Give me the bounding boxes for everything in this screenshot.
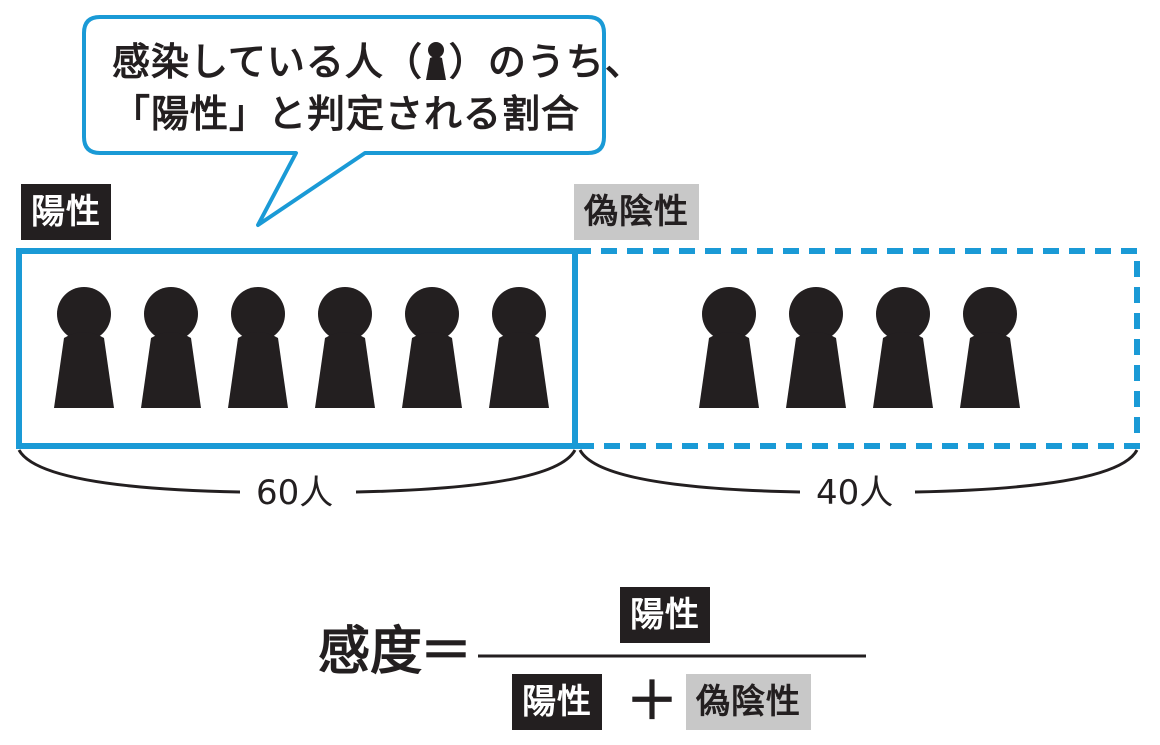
bubble-line-1: 感染している人（ ）のうち、 <box>112 36 644 88</box>
person-icon <box>873 287 933 408</box>
person-icon <box>228 287 288 408</box>
person-icon <box>315 287 375 408</box>
false-negative-tag: 偽陰性 <box>574 184 699 240</box>
person-icon <box>786 287 846 408</box>
false-negative-people-group <box>699 287 1020 408</box>
person-icon <box>54 287 114 408</box>
person-icon <box>425 42 446 80</box>
formula-denominator-positive-tag: 陽性 <box>512 674 602 730</box>
bubble-line-1-end: ）のうち、 <box>448 40 644 84</box>
person-icon <box>699 287 759 408</box>
formula-plus-sign: ＋ <box>626 672 679 732</box>
person-icon <box>489 287 549 408</box>
bubble-line-1-start: 感染している人（ <box>112 40 423 84</box>
speech-bubble <box>82 15 606 227</box>
positive-tag: 陽性 <box>21 184 111 240</box>
bubble-text: 感染している人（ ）のうち、 「陽性」と判定される割合 <box>112 36 644 140</box>
false-negative-box <box>575 248 1140 449</box>
formula-denominator-false-negative-tag: 偽陰性 <box>686 674 811 730</box>
formula-numerator-tag: 陽性 <box>620 587 710 643</box>
formula-sensitivity-label: 感度 <box>318 622 423 682</box>
positive-box <box>16 248 578 449</box>
formula-equals-sign: ＝ <box>420 622 473 682</box>
positive-brace <box>17 449 577 494</box>
positive-count-label: 60人 <box>240 473 350 513</box>
person-icon <box>960 287 1020 408</box>
person-icon <box>141 287 201 408</box>
person-icon <box>402 287 462 408</box>
false-negative-count-label: 40人 <box>800 473 910 513</box>
false-negative-brace <box>578 449 1139 494</box>
bubble-line-2: 「陽性」と判定される割合 <box>112 92 581 136</box>
positive-people-group <box>54 287 549 408</box>
